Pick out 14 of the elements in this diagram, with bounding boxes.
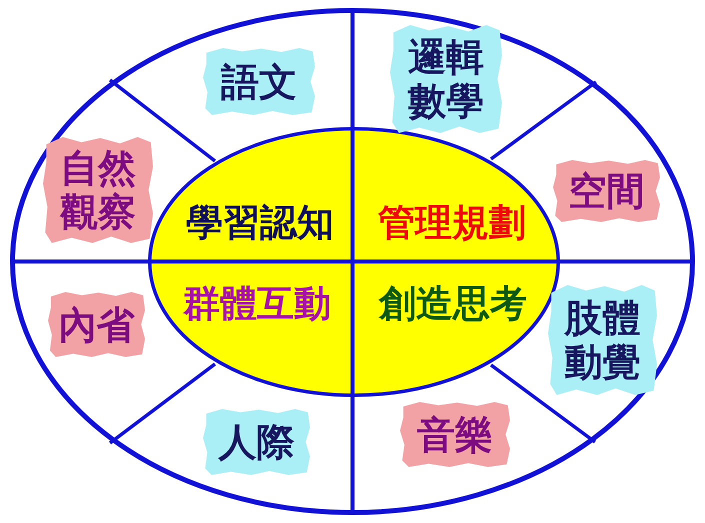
inner-ellipse — [148, 127, 560, 397]
quadrant-label: 學習認知 — [176, 200, 344, 244]
sector-label: 空間 — [553, 160, 660, 222]
sector-label: 音樂 — [400, 402, 510, 467]
quadrant-label: 創造思考 — [369, 281, 537, 325]
quadrant-label: 群體互動 — [173, 281, 341, 325]
sector-label: 人際 — [203, 409, 310, 475]
sector-label: 邏輯數學 — [390, 25, 502, 133]
sector-label: 肢體動覺 — [548, 285, 657, 395]
outer-ellipse — [10, 8, 695, 515]
sector-label: 內省 — [48, 292, 145, 357]
sector-label: 語文 — [203, 48, 315, 115]
quadrant-label: 管理規劃 — [368, 200, 536, 244]
sector-label: 自然觀察 — [43, 137, 153, 243]
